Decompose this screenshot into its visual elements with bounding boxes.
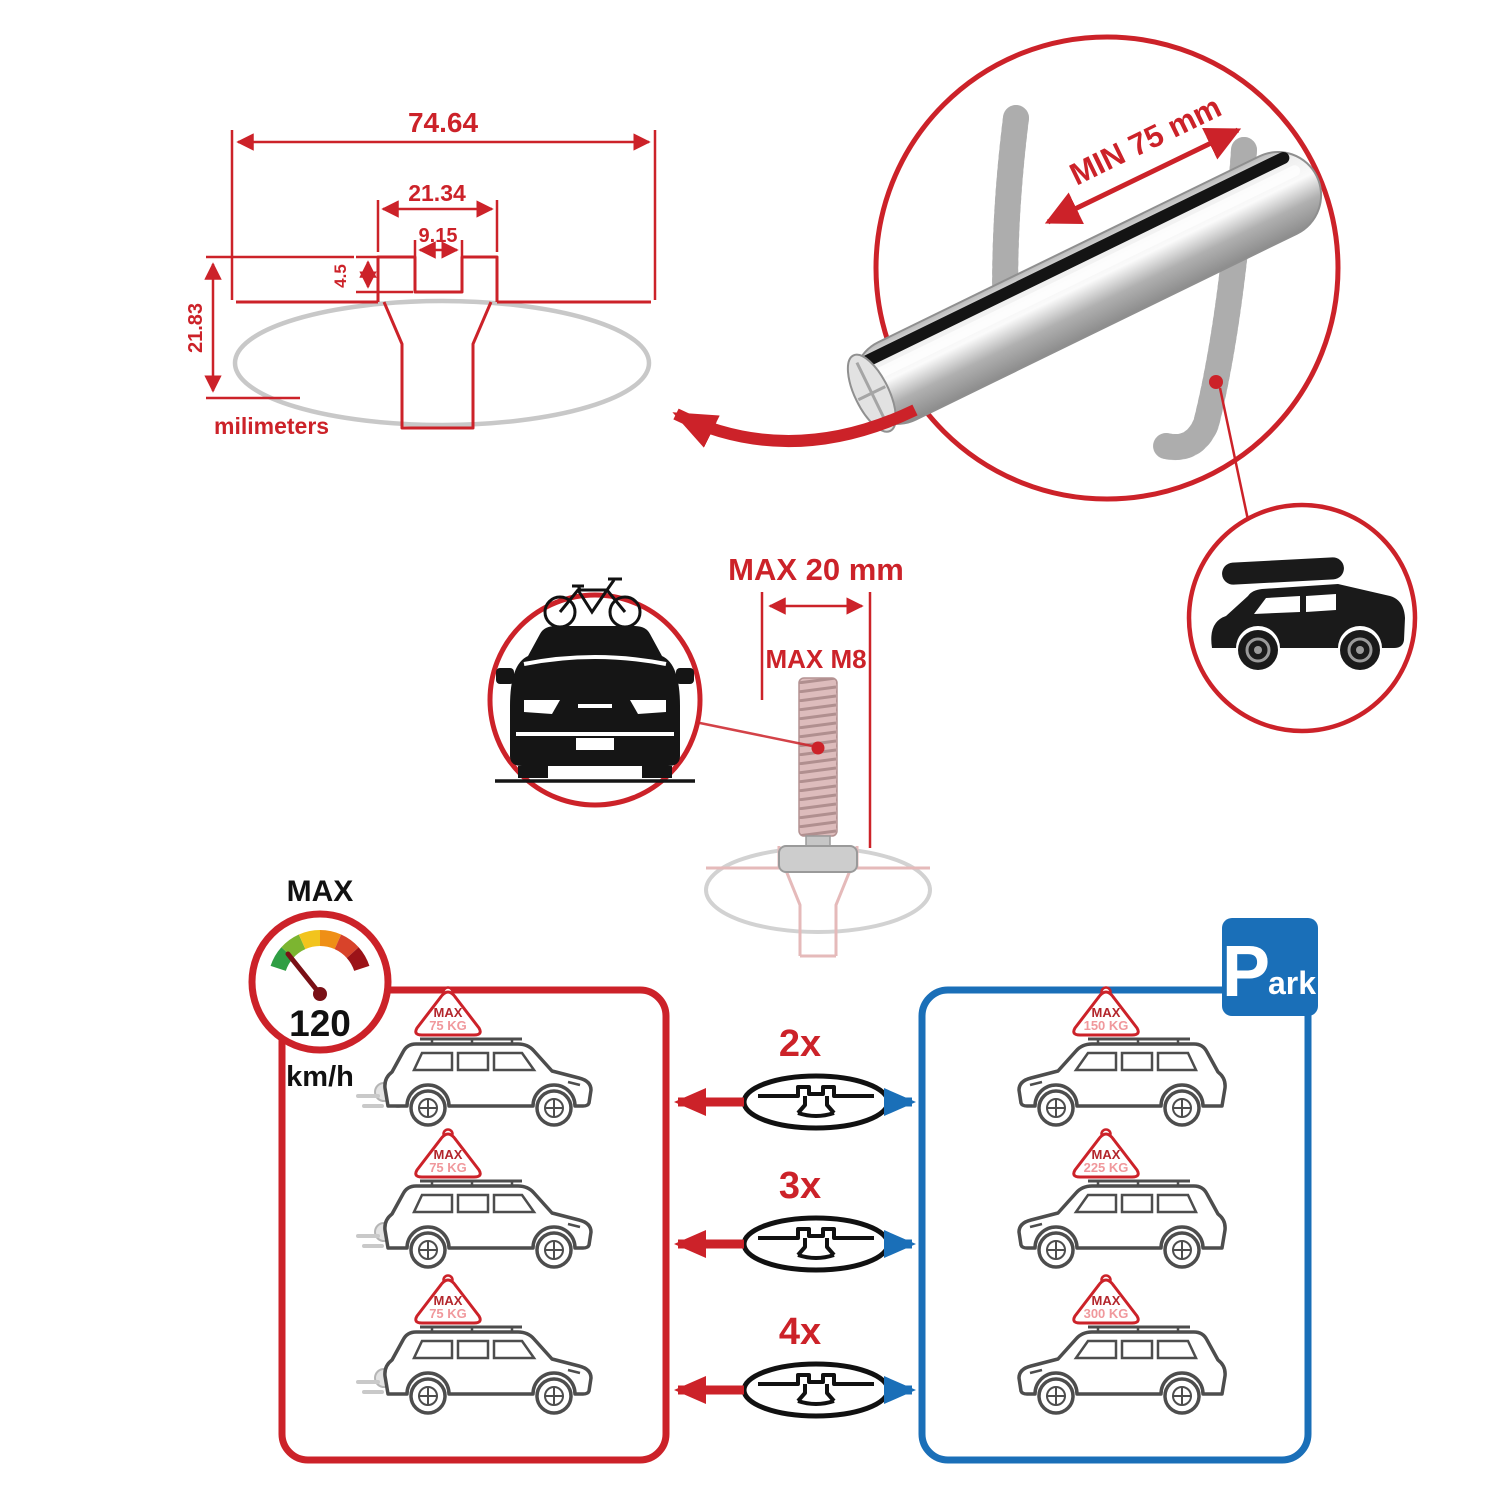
suv-silhouette bbox=[1211, 557, 1405, 670]
badge-label: MAX bbox=[1092, 1147, 1121, 1162]
leader-to-car-front bbox=[694, 720, 813, 748]
badge-value: 75 KG bbox=[429, 1018, 467, 1033]
badge-label: MAX bbox=[434, 1293, 463, 1308]
gauge-needle bbox=[285, 951, 323, 997]
car-front-silhouette bbox=[495, 626, 695, 783]
speed-value: 120 bbox=[289, 1003, 351, 1044]
units-label: milimeters bbox=[214, 413, 329, 439]
load-row-1: MAX 75 KG MAX 150 KG 2x bbox=[356, 986, 1227, 1129]
badge-value: 225 KG bbox=[1084, 1160, 1129, 1175]
badge-value: 150 KG bbox=[1084, 1018, 1129, 1033]
badge-value: 75 KG bbox=[429, 1160, 467, 1175]
dim-label-lip-depth: 4.5 bbox=[331, 264, 350, 288]
parking-sign-suffix: ark bbox=[1268, 965, 1316, 1001]
dim-profile-height: 21.83 bbox=[185, 255, 354, 400]
dim-total-width: 74.64 bbox=[230, 107, 657, 300]
driving-badge-2: MAX 75 KG bbox=[414, 1128, 482, 1179]
dim-label-total-width: 74.64 bbox=[408, 107, 478, 138]
bar-detail-view: MIN 75 mm bbox=[672, 34, 1341, 521]
speed-unit: km/h bbox=[286, 1061, 354, 1093]
bolt-detail-section: MAX 20 mm MAX M8 bbox=[694, 552, 932, 958]
badge-label: MAX bbox=[434, 1005, 463, 1020]
parked-badge-1: MAX 150 KG bbox=[1072, 986, 1140, 1037]
suv-roofbox-view bbox=[1186, 502, 1418, 734]
max-width-label: MAX 20 mm bbox=[728, 552, 904, 587]
dim-label-profile-height: 21.83 bbox=[185, 303, 207, 353]
badge-value: 300 KG bbox=[1084, 1306, 1129, 1321]
dim-label-channel-width: 21.34 bbox=[408, 180, 466, 206]
parked-badge-2: MAX 225 KG bbox=[1072, 1128, 1140, 1179]
load-section: P ark MAX 75 KG MAX 150 KG 2x bbox=[248, 875, 1318, 1464]
load-row-3: MAX 75 KG MAX 300 KG 4x bbox=[356, 1274, 1227, 1417]
cross-section-diagram: 74.64 21.34 9.15 4.5 21.83 milimeters bbox=[185, 107, 657, 439]
badge-label: MAX bbox=[1092, 1293, 1121, 1308]
badge-label: MAX bbox=[434, 1147, 463, 1162]
dim-bolt-width bbox=[760, 592, 872, 848]
qty-label-1: 2x bbox=[779, 1023, 821, 1065]
bolt-thread bbox=[798, 677, 838, 837]
pointer-arrow-to-diagram bbox=[672, 404, 918, 448]
bolt-head bbox=[778, 845, 858, 873]
speed-max-label: MAX bbox=[287, 875, 354, 908]
roof-box bbox=[1222, 557, 1344, 585]
gauge-arc bbox=[270, 929, 370, 972]
speed-gauge: MAX 120 km/h bbox=[248, 875, 392, 1093]
dim-channel-width: 21.34 bbox=[376, 180, 499, 252]
t-slot-profile bbox=[236, 255, 651, 430]
driving-badge-3: MAX 75 KG bbox=[414, 1274, 482, 1325]
bar-profile-ellipse bbox=[232, 298, 652, 428]
badge-value: 75 KG bbox=[429, 1306, 467, 1321]
crossbar-profile-icon bbox=[744, 1364, 888, 1416]
load-row-2: MAX 75 KG MAX 225 KG 3x bbox=[356, 1128, 1227, 1271]
bolt-point-dot bbox=[811, 741, 825, 755]
car-front-bike-view bbox=[487, 577, 703, 808]
t-bolt bbox=[778, 677, 858, 873]
gauge-pivot bbox=[313, 987, 327, 1001]
dim-slot-width: 9.15 bbox=[413, 225, 464, 259]
dim-lip-depth: 4.5 bbox=[331, 255, 413, 294]
parking-sign-letter: P bbox=[1222, 932, 1270, 1012]
clamp-point-dot bbox=[1209, 375, 1223, 389]
max-thread-label: MAX M8 bbox=[765, 644, 866, 674]
min-span-arrow bbox=[1044, 127, 1242, 225]
parked-badge-3: MAX 300 KG bbox=[1072, 1274, 1140, 1325]
parking-sign: P ark bbox=[1222, 918, 1318, 1016]
dim-label-slot-width: 9.15 bbox=[419, 225, 458, 247]
driving-badge-1: MAX 75 KG bbox=[414, 986, 482, 1037]
qty-label-3: 4x bbox=[779, 1311, 821, 1353]
qty-label-2: 3x bbox=[779, 1165, 821, 1207]
crossbar-profile-icon bbox=[744, 1218, 888, 1270]
badge-label: MAX bbox=[1092, 1005, 1121, 1020]
crossbar-profile-icon bbox=[744, 1076, 888, 1128]
leader-to-suv bbox=[1218, 387, 1250, 521]
